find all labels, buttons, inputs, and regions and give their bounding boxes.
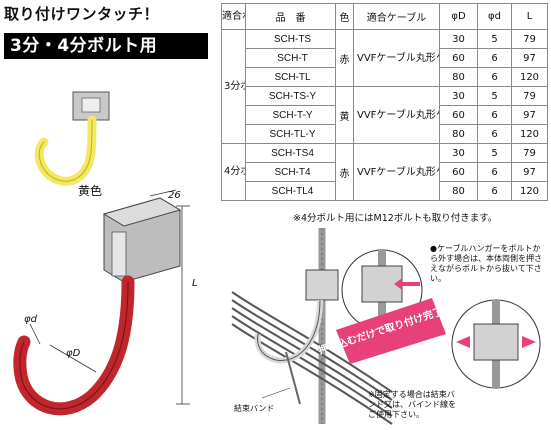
table-row: 4分ボルト SCH-TS4 赤 VVFケーブル丸形ケーブル 30 5 79: [221, 143, 548, 201]
fixing-instruction: ※固定する場合は結束バンド又は、バインド線をご使用下さい。: [368, 390, 456, 419]
removal-detail: [451, 299, 541, 389]
m12-bolt-note: ※4分ボルト用にはM12ボルトも取り付きます。: [293, 213, 498, 224]
length-dimension: L: [192, 278, 198, 289]
product-spec-table: 適合ボルト 品 番 色 適合ケーブル φD φd L 3分ボルト SCH-TS …: [221, 3, 548, 201]
bolt-size-banner: 3分・4分ボルト用: [4, 33, 208, 59]
headline: 取り付けワンタッチ！: [4, 5, 160, 23]
od-cell: 80: [439, 181, 478, 201]
width-dimension: 26: [168, 190, 181, 201]
header-cable: 適合ケーブル: [353, 3, 440, 30]
tie-band-label: 結束バンド: [234, 404, 275, 413]
header-bolt: 適合ボルト: [221, 3, 246, 30]
l-cell: 120: [511, 67, 548, 87]
small-diameter-dimension: φd: [24, 314, 37, 325]
table-header-row: 適合ボルト 品 番 色 適合ケーブル φD φd L: [221, 3, 548, 30]
yellow-color-caption: 黄色: [78, 184, 103, 198]
table-row: 3分ボルト SCH-TS 赤 VVFケーブル丸形ケーブル 30 5 79: [221, 29, 548, 144]
bolt-group-3bu: 3分ボルト: [221, 29, 246, 144]
header-length: L: [511, 3, 548, 30]
red-hook-illustration: [13, 189, 190, 416]
installation-scene: [231, 228, 393, 425]
table-row: SCH-TS-Y 黄 VVFケーブル丸形ケーブル 30 5 79: [222, 86, 548, 144]
removal-instruction: ●ケーブルハンガーをボルトから外す場合は、本体両側を押さえながらボルトから抜いて…: [430, 244, 542, 283]
model-cell: SCH-TL4: [245, 181, 336, 201]
cable-cell: VVFケーブル丸形ケーブル: [353, 29, 440, 87]
yellow-hook-illustration: [34, 91, 110, 186]
l-cell: 120: [511, 181, 548, 201]
table-row: SCH-TL4 80 6 120: [222, 181, 548, 201]
table-row: SCH-TL 80 6 120: [222, 67, 548, 87]
large-diameter-dimension: φD: [66, 348, 81, 359]
header-model: 品 番: [245, 3, 336, 30]
bolt-group-4bu: 4分ボルト: [221, 143, 246, 201]
cable-cell: VVFケーブル丸形ケーブル: [353, 143, 440, 201]
